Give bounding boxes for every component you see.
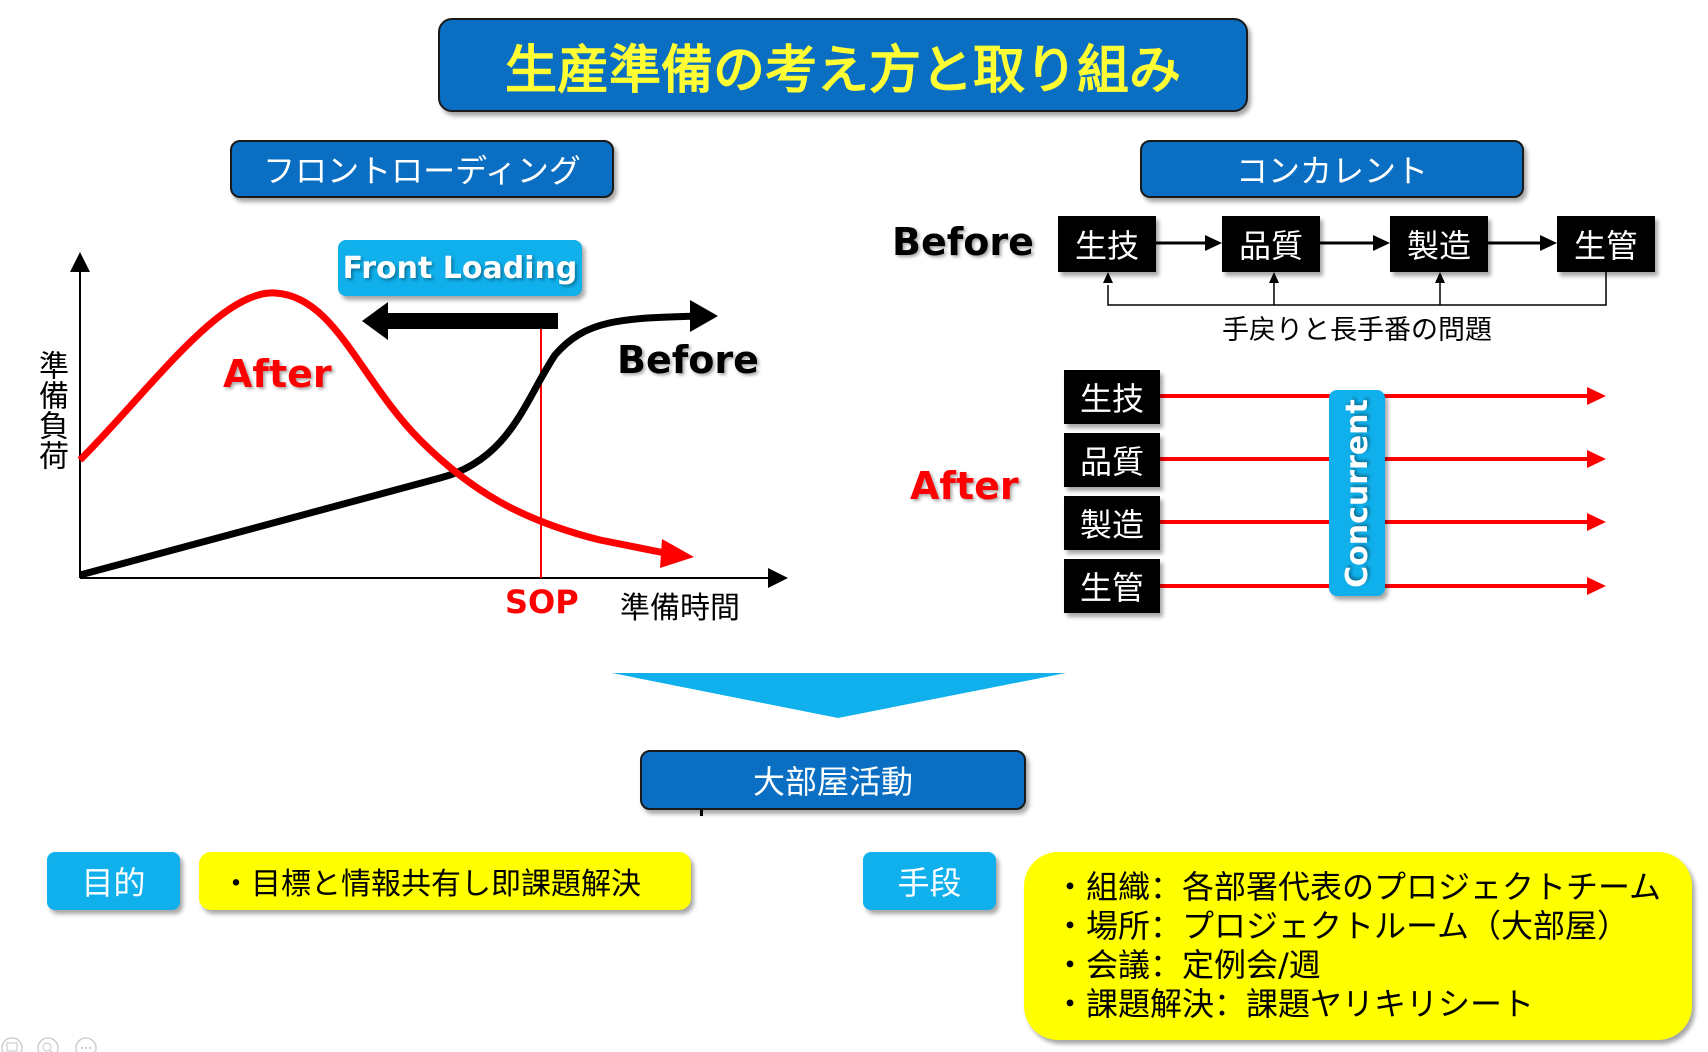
slideshow-controls xyxy=(1,1037,97,1052)
purpose-box: ・目標と情報共有し即課題解決 xyxy=(199,852,691,910)
frontloading-header: フロントローディング xyxy=(230,140,614,198)
front-loading-label-text: Front Loading xyxy=(342,250,578,286)
left-before-label: Before xyxy=(617,338,759,382)
after-curve xyxy=(77,289,666,557)
activity-box: 大部屋活動 xyxy=(640,750,1026,810)
before-curve xyxy=(79,312,701,579)
before-flow-arrows xyxy=(1103,235,1607,306)
before-step-3: 製造 xyxy=(1390,216,1488,272)
concurrent-band: Concurrent xyxy=(1329,390,1385,596)
before-step-2-text: 品質 xyxy=(1238,227,1303,265)
front-loading-label: Front Loading xyxy=(338,240,582,296)
activity-box-text: 大部屋活動 xyxy=(752,763,913,801)
before-step-4: 生管 xyxy=(1557,216,1655,272)
before-step-1-text: 生技 xyxy=(1074,227,1139,265)
after-arrowhead xyxy=(660,539,694,568)
before-step-2: 品質 xyxy=(1222,216,1320,272)
purpose-tag: 目的 xyxy=(47,852,180,910)
before-arrowhead xyxy=(690,300,718,332)
purpose-text: ・目標と情報共有し即課題解決 xyxy=(221,867,641,902)
after-step-4: 生管 xyxy=(1064,559,1160,613)
concurrent-header: コンカレント xyxy=(1140,140,1524,198)
page-title-text: 生産準備の考え方と取り組み xyxy=(504,40,1181,101)
y-axis-label: 準備負荷 xyxy=(33,350,68,470)
activity-marker xyxy=(700,810,703,816)
x-axis-label: 準備時間 xyxy=(620,591,740,626)
means-item: ・組織：各部署代表のプロジェクトチーム xyxy=(1054,868,1662,906)
shift-arrow-shaft xyxy=(383,313,558,329)
after-step-1-text: 生技 xyxy=(1079,380,1144,418)
concurrent-header-text: コンカレント xyxy=(1235,152,1428,190)
after-step-3-text: 製造 xyxy=(1079,506,1144,544)
means-item: ・会議：定例会/週 xyxy=(1054,946,1321,984)
page-title: 生産準備の考え方と取り組み xyxy=(438,18,1248,112)
right-before-label: Before xyxy=(892,220,1034,264)
after-step-3: 製造 xyxy=(1064,496,1160,550)
left-after-label: After xyxy=(223,352,332,396)
after-step-2: 品質 xyxy=(1064,433,1160,487)
after-step-1: 生技 xyxy=(1064,370,1160,424)
means-item: ・課題解決：課題ヤリキリシート xyxy=(1054,985,1535,1023)
means-tag-text: 手段 xyxy=(897,864,962,902)
frontloading-header-text: フロントローディング xyxy=(263,152,581,190)
more-options-icon[interactable] xyxy=(75,1037,97,1052)
means-item: ・場所：プロジェクトルーム（大部屋） xyxy=(1054,907,1630,945)
before-step-1: 生技 xyxy=(1058,216,1156,272)
zoom-icon[interactable] xyxy=(37,1037,59,1052)
means-tag: 手段 xyxy=(863,852,996,910)
after-step-2-text: 品質 xyxy=(1079,443,1144,481)
shift-arrowhead xyxy=(362,302,388,340)
before-step-4-text: 生管 xyxy=(1573,227,1638,265)
purpose-tag-text: 目的 xyxy=(81,864,146,902)
gallery-icon[interactable] xyxy=(1,1037,23,1052)
rework-note: 手戻りと長手番の問題 xyxy=(1222,315,1492,346)
down-arrow xyxy=(612,673,1066,718)
sop-label: SOP xyxy=(505,583,579,621)
after-step-4-text: 生管 xyxy=(1079,569,1144,607)
before-step-3-text: 製造 xyxy=(1406,227,1471,265)
frontloading-chart xyxy=(70,252,788,588)
right-after-label: After xyxy=(910,464,1019,508)
concurrent-band-text: Concurrent xyxy=(1339,398,1375,588)
means-box: ・組織：各部署代表のプロジェクトチーム ・場所：プロジェクトルーム（大部屋） ・… xyxy=(1024,852,1692,1040)
